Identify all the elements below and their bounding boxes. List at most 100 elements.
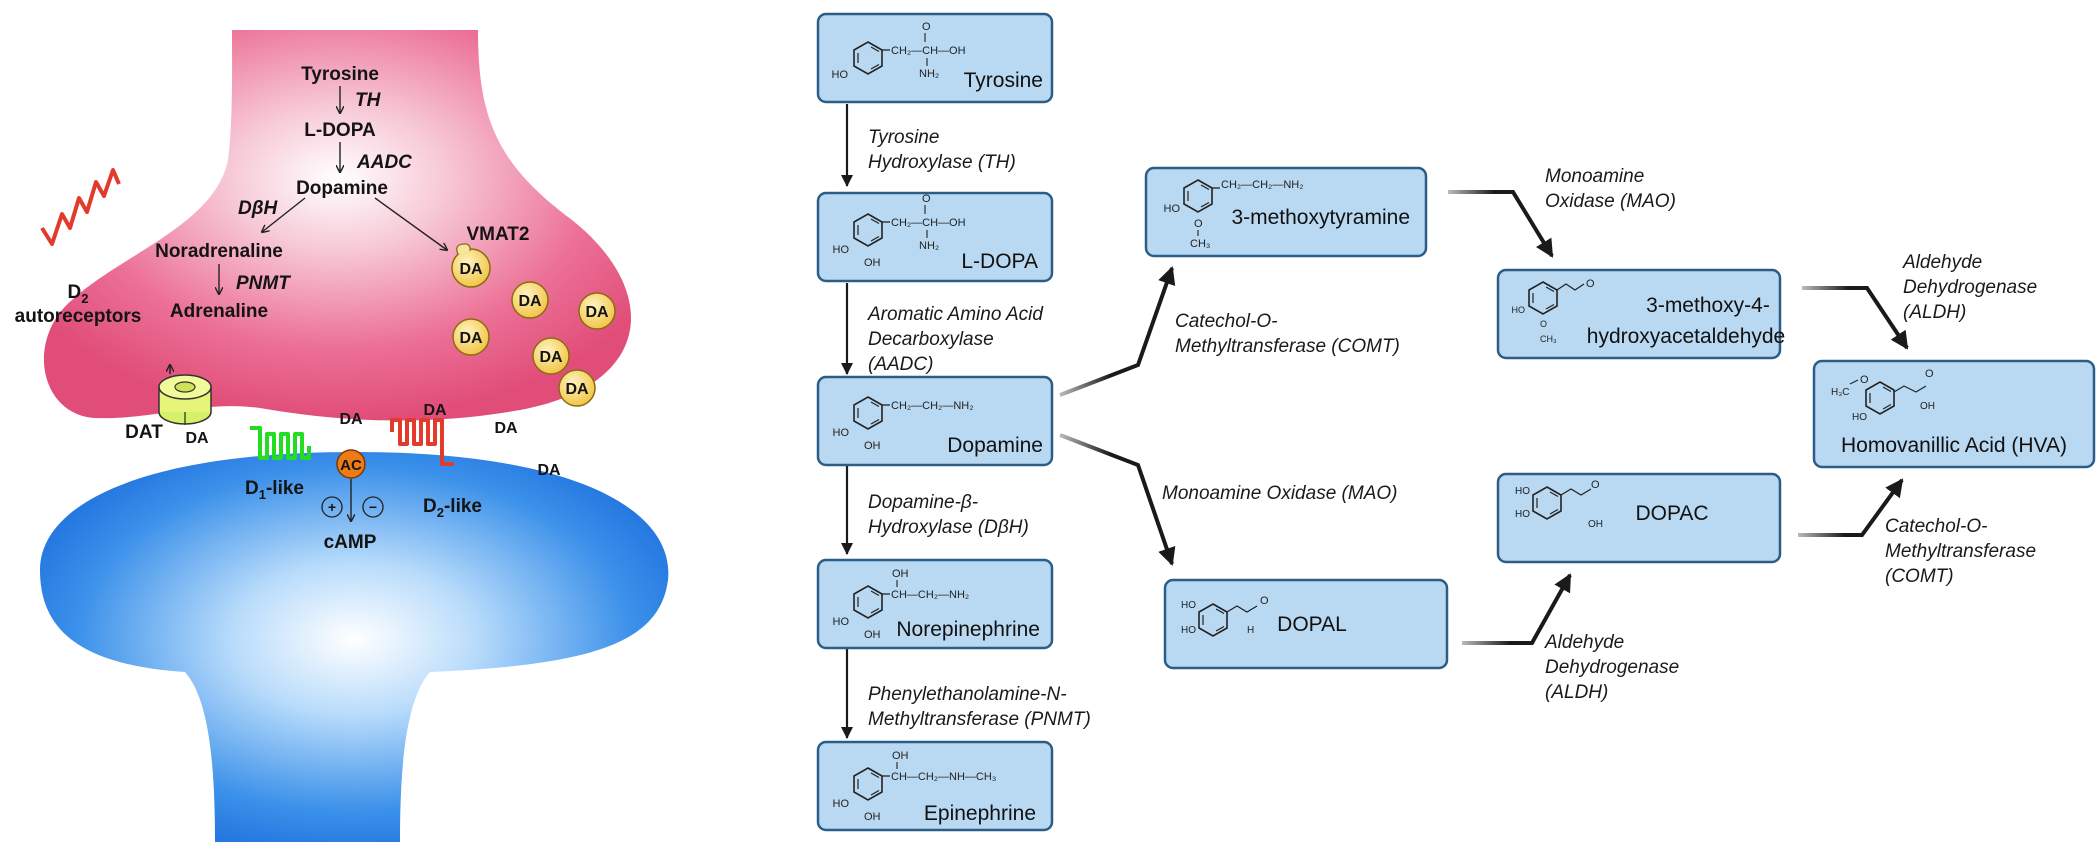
svg-text:HO: HO xyxy=(833,244,850,256)
d2-autoreceptors-text: autoreceptors xyxy=(15,306,142,327)
enzyme-mao-label-2: Monoamine Oxidase (MAO) xyxy=(1545,166,1676,212)
compound-dopal: HO HO O H DOPAL xyxy=(1163,578,1449,670)
svg-text:DA: DA xyxy=(539,349,563,366)
svg-text:OH: OH xyxy=(892,750,909,762)
synapse-dopamine-label: Dopamine xyxy=(296,178,388,199)
presynaptic-terminal xyxy=(43,30,632,421)
svg-text:HO: HO xyxy=(1512,305,1526,315)
svg-text:HO: HO xyxy=(833,427,850,439)
svg-text:OH: OH xyxy=(892,568,909,580)
compound-ldopa: HO OH CH₂—CH—OH O NH₂ L-DOPA xyxy=(816,191,1054,283)
compound-dopal-name: DOPAL xyxy=(1277,613,1347,636)
svg-text:O: O xyxy=(922,21,931,33)
compound-tyrosine-name: Tyrosine xyxy=(964,69,1043,92)
vesicle: DA xyxy=(578,292,616,330)
compound-hva-name: Homovanillic Acid (HVA) xyxy=(1841,434,2067,457)
synapse-tyrosine-label: Tyrosine xyxy=(301,64,379,85)
svg-text:HO: HO xyxy=(832,69,849,81)
enzyme-comt-label-2: Catechol-O- Methyltransferase (COMT) xyxy=(1885,516,2041,587)
d2-autoreceptor xyxy=(40,168,121,246)
compound-epinephrine-name: Epinephrine xyxy=(924,802,1036,825)
svg-text:CH—CH₂—NH—CH₃: CH—CH₂—NH—CH₃ xyxy=(891,771,996,783)
ac-label: AC xyxy=(340,457,362,474)
compound-3-methoxy-4-hydroxyacetaldehyde: HO O CH₃ O 3-methoxy-4- hydroxyacetaldeh… xyxy=(1496,268,1785,360)
svg-text:OH: OH xyxy=(864,811,881,823)
svg-text:DA: DA xyxy=(459,330,483,347)
svg-text:DA: DA xyxy=(518,293,542,310)
compound-dopamine-name: Dopamine xyxy=(947,434,1043,457)
svg-text:O: O xyxy=(922,193,931,205)
postsynaptic-terminal xyxy=(40,452,669,842)
dat-label: DAT xyxy=(125,422,163,443)
synapse-ldopa-label: L-DOPA xyxy=(304,120,376,141)
vesicle: DA xyxy=(532,337,570,375)
svg-text:HO: HO xyxy=(833,616,850,628)
compound-dopamine: HO OH CH₂—CH₂—NH₂ Dopamine xyxy=(816,375,1054,467)
svg-text:CH₃: CH₃ xyxy=(1190,238,1210,250)
svg-text:O: O xyxy=(1591,479,1600,491)
compound-3-methoxytyramine: HO O CH₃ CH₂—CH₂—NH₂ 3-methoxytyramine xyxy=(1144,166,1428,258)
enzyme-aldh-label-2: Aldehyde Dehydrogenase (ALDH) xyxy=(1902,252,2042,323)
synapse-pnmt-label: PNMT xyxy=(236,273,291,294)
svg-text:NH₂: NH₂ xyxy=(919,240,939,252)
synapse-adrenaline-label: Adrenaline xyxy=(170,301,268,322)
svg-text:HO: HO xyxy=(1852,412,1867,423)
enzyme-mao-label: Monoamine Oxidase (MAO) xyxy=(1162,483,1397,504)
svg-text:OH: OH xyxy=(864,257,881,269)
svg-text:O: O xyxy=(1586,278,1595,290)
svg-text:CH₂—CH₂—NH₂: CH₂—CH₂—NH₂ xyxy=(891,400,973,412)
d2-autoreceptors-label: D2 xyxy=(68,282,89,306)
svg-text:OH: OH xyxy=(864,629,881,641)
svg-text:OH: OH xyxy=(1588,519,1603,530)
svg-text:DA: DA xyxy=(585,304,609,321)
enzyme-comt-label: Catechol-O- Methyltransferase (COMT) xyxy=(1175,311,1400,357)
enzyme-th-label: Tyrosine Hydroxylase (TH) xyxy=(868,127,1016,173)
compound-ldopa-name: L-DOPA xyxy=(961,250,1038,273)
d2-like-label: D2-like xyxy=(423,496,482,520)
svg-text:DA: DA xyxy=(565,381,589,398)
svg-text:CH₂—CH₂—NH₂: CH₂—CH₂—NH₂ xyxy=(1221,179,1303,191)
synapse-vmat2-label: VMAT2 xyxy=(467,224,530,245)
svg-text:OH: OH xyxy=(864,440,881,452)
compound-mhpa-name-line1: 3-methoxy-4- xyxy=(1646,294,1770,317)
svg-text:CH—CH₂—NH₂: CH—CH₂—NH₂ xyxy=(891,589,969,601)
vesicle: DA xyxy=(558,369,596,407)
compound-dopac: HO HO O OH DOPAC xyxy=(1496,472,1782,564)
vesicle-vmat2: DA xyxy=(451,243,491,288)
dat-transporter xyxy=(158,365,212,425)
enzyme-dbh-label: Dopamine-β- Hydroxylase (DβH) xyxy=(868,492,1029,538)
svg-text:NH₂: NH₂ xyxy=(919,68,939,80)
svg-text:HO: HO xyxy=(1181,625,1196,636)
cleft-da: DA xyxy=(423,402,447,419)
synapse-panel: Tyrosine TH L-DOPA AADC Dopamine DβH Nor… xyxy=(15,30,669,842)
synapse-noradrenaline-label: Noradrenaline xyxy=(155,241,283,262)
camp-label: cAMP xyxy=(324,532,377,553)
compound-norepinephrine: HO OH CH—CH₂—NH₂ OH Norepinephrine xyxy=(816,558,1054,650)
plus-sign xyxy=(321,496,343,518)
svg-text:−: − xyxy=(369,499,377,515)
svg-text:+: + xyxy=(328,499,336,515)
vesicle: DA xyxy=(452,318,490,356)
cleft-da: DA xyxy=(339,411,363,428)
vesicle: DA xyxy=(511,281,549,319)
compound-epinephrine: HO OH CH—CH₂—NH—CH₃ OH Epinephrine xyxy=(816,740,1054,832)
svg-text:O: O xyxy=(1925,368,1934,380)
svg-text:H₃C: H₃C xyxy=(1831,387,1850,398)
svg-text:HO: HO xyxy=(833,798,850,810)
svg-text:HO: HO xyxy=(1515,509,1530,520)
svg-text:CH₂—CH—OH: CH₂—CH—OH xyxy=(891,217,966,229)
compound-3-methoxytyramine-name: 3-methoxytyramine xyxy=(1231,206,1410,229)
d2-like-receptor xyxy=(390,418,454,466)
cleft-da: DA xyxy=(494,420,518,437)
enzyme-aldh-label: Aldehyde Dehydrogenase (ALDH) xyxy=(1544,632,1684,703)
svg-text:CH₃: CH₃ xyxy=(1540,334,1557,344)
svg-text:OH: OH xyxy=(1920,401,1935,412)
compound-homovanillic-acid: H₃C O HO O OH Homovanillic Acid (HVA) xyxy=(1812,359,2096,469)
svg-text:HO: HO xyxy=(1164,203,1181,215)
minus-sign xyxy=(362,496,384,518)
svg-text:HO: HO xyxy=(1181,600,1196,611)
enzyme-aadc-label: Aromatic Amino Acid Decarboxylase (AADC) xyxy=(867,304,1048,375)
svg-text:H: H xyxy=(1247,625,1254,636)
svg-text:DA: DA xyxy=(459,261,483,278)
synapse-th-label: TH xyxy=(355,90,382,111)
